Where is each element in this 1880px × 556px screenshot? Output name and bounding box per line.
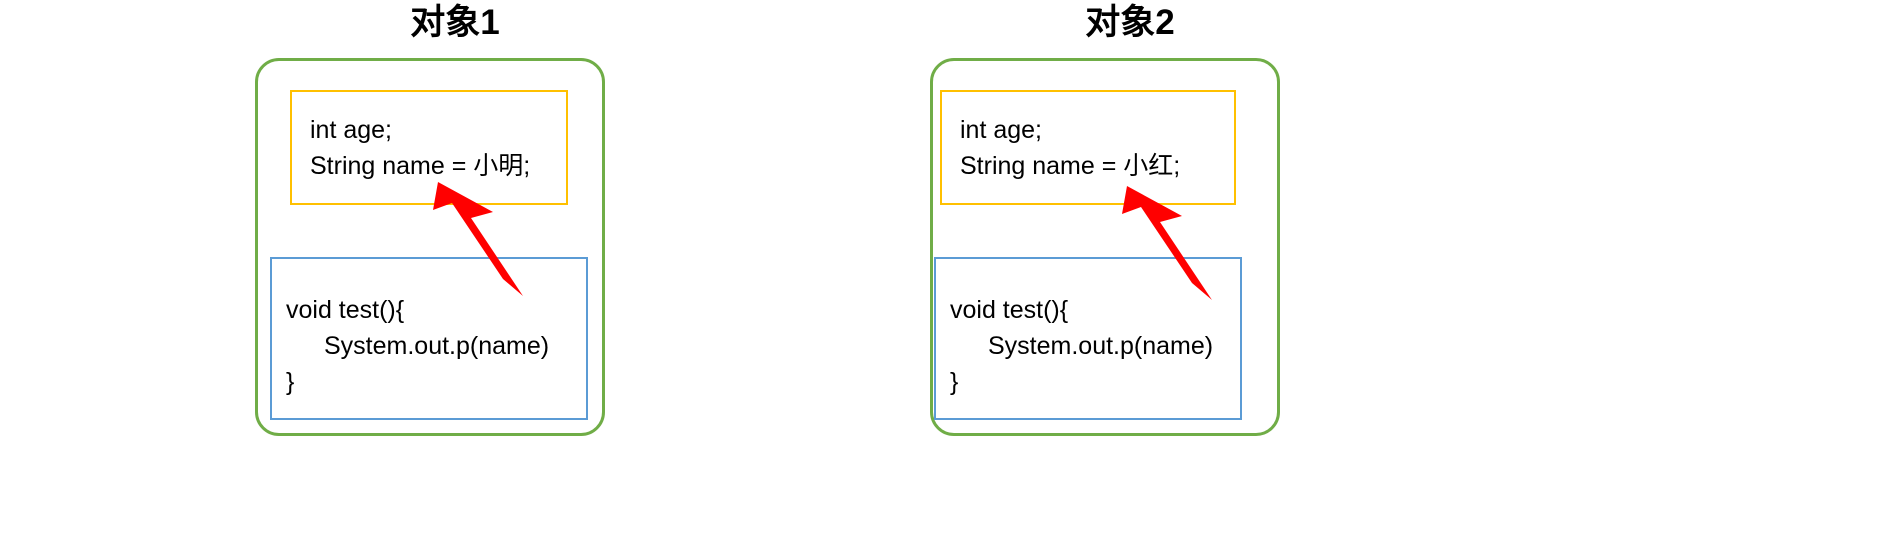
- methods-code-1: void test(){ System.out.p(name) }: [286, 292, 549, 400]
- method-line: System.out.p(name): [324, 332, 550, 360]
- methods-box-1: void test(){ System.out.p(name) }: [270, 257, 588, 420]
- fields-box-1: int age; String name = 小明;: [290, 90, 568, 205]
- field-line: int age;: [310, 116, 393, 144]
- field-line: int age;: [960, 116, 1043, 144]
- method-line: }: [286, 368, 295, 396]
- fields-code-1: int age; String name = 小明;: [310, 112, 530, 184]
- method-line: System.out.p(name): [988, 332, 1214, 360]
- object-title-2: 对象2: [1085, 3, 1175, 42]
- methods-code-2: void test(){ System.out.p(name) }: [950, 292, 1213, 400]
- method-line: }: [950, 368, 959, 396]
- methods-box-2: void test(){ System.out.p(name) }: [934, 257, 1242, 420]
- object-group-2: 对象2 int age; String name = 小红; void test…: [920, 0, 1340, 556]
- method-line: void test(){: [286, 296, 405, 324]
- field-line: String name = 小明;: [310, 152, 531, 180]
- method-line: void test(){: [950, 296, 1069, 324]
- field-line: String name = 小红;: [960, 152, 1181, 180]
- object-title-1: 对象1: [410, 3, 500, 42]
- fields-code-2: int age; String name = 小红;: [960, 112, 1180, 184]
- object-group-1: 对象1 int age; String name = 小明; void test…: [245, 0, 665, 556]
- fields-box-2: int age; String name = 小红;: [940, 90, 1236, 205]
